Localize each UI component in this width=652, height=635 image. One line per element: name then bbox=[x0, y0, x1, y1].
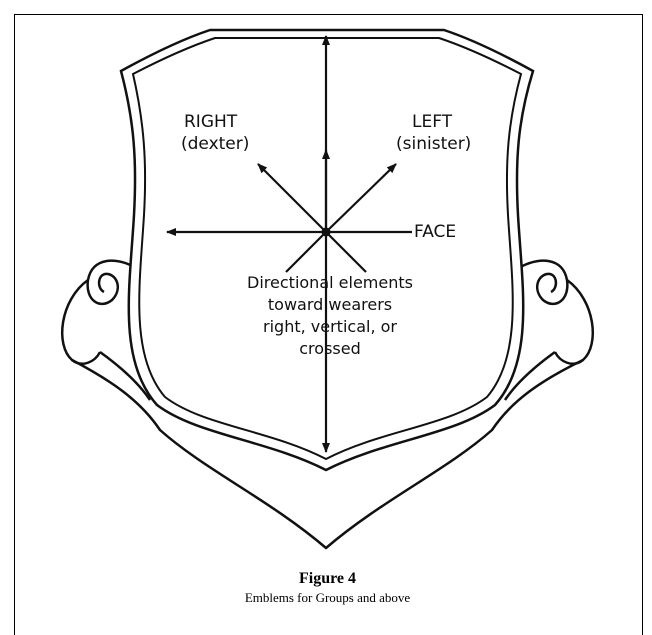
center-line-3: right, vertical, or bbox=[180, 316, 480, 338]
center-line-2: toward wearers bbox=[180, 294, 480, 316]
center-description: Directional elements toward wearers righ… bbox=[180, 272, 480, 360]
center-line-4: crossed bbox=[180, 338, 480, 360]
center-dot bbox=[322, 228, 331, 237]
right-sub-label: (dexter) bbox=[181, 134, 249, 155]
center-line-1: Directional elements bbox=[180, 272, 480, 294]
figure-title: Figure 4 bbox=[14, 570, 641, 588]
face-label: FACE bbox=[414, 222, 456, 243]
right-label: RIGHT bbox=[184, 112, 237, 133]
left-sub-label: (sinister) bbox=[396, 134, 471, 155]
figure-subtitle: Emblems for Groups and above bbox=[14, 590, 641, 606]
left-label: LEFT bbox=[412, 112, 452, 133]
